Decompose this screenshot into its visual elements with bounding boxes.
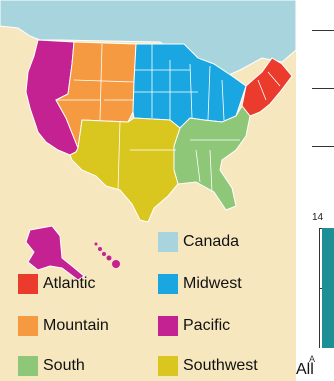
legend-swatch-southwest: [158, 356, 178, 376]
state-borders: [56, 43, 281, 193]
chart-gridline: [312, 30, 334, 31]
legend-item-pacific: Pacific: [158, 314, 230, 338]
chart-gridline: [312, 88, 334, 89]
region-alaska: [25, 225, 85, 281]
us-regions-map: [0, 0, 296, 381]
chart-axis-label: A: [309, 354, 316, 364]
legend-swatch-canada: [158, 232, 178, 252]
legend-label-southwest: Southwest: [183, 357, 258, 374]
region-southwest: [69, 117, 181, 223]
chart-bar-value-label: 14: [312, 212, 324, 223]
legend-item-midwest: Midwest: [158, 272, 242, 296]
legend-label-canada: Canada: [183, 233, 240, 250]
legend-swatch-pacific: [158, 316, 178, 336]
chart-category-label: All: [296, 361, 314, 378]
legend-item-atlantic: Atlantic: [18, 272, 95, 296]
region-legend: Canada Atlantic Midwest Mountain Pacific…: [0, 226, 296, 381]
legend-label-atlantic: Atlantic: [43, 275, 96, 292]
legend-label-south: South: [43, 357, 85, 374]
legend-item-canada: Canada: [158, 230, 239, 254]
legend-item-mountain: Mountain: [18, 314, 109, 338]
region-south: [173, 105, 251, 211]
legend-label-pacific: Pacific: [183, 317, 231, 334]
legend-swatch-mountain: [18, 316, 38, 336]
legend-swatch-midwest: [158, 274, 178, 294]
legend-swatch-south: [18, 356, 38, 376]
legend-swatch-atlantic: [18, 274, 38, 294]
legend-item-south: South: [18, 354, 85, 378]
legend-label-midwest: Midwest: [183, 275, 242, 292]
region-hawaii: [94, 242, 120, 268]
region-map: Canada Atlantic Midwest Mountain Pacific…: [0, 0, 297, 381]
chart-bar: [322, 228, 334, 348]
legend-item-southwest: Southwest: [158, 354, 258, 378]
chart-gridline: [312, 146, 334, 147]
legend-label-mountain: Mountain: [43, 317, 109, 334]
partial-chart: 14 A All: [296, 0, 334, 381]
